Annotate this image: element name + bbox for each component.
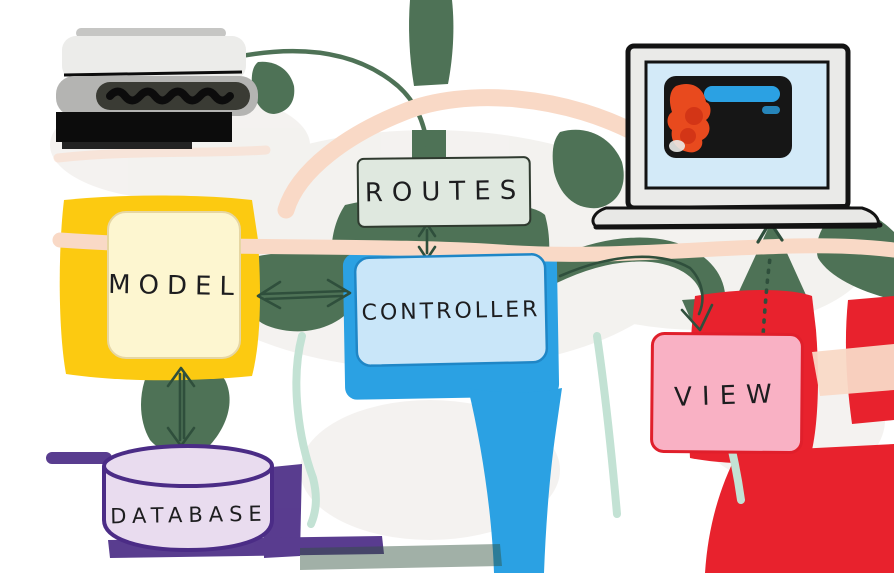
model-controller-arrowhead-left [256, 280, 282, 310]
laptop-browser-content-dark [680, 128, 696, 144]
laptop-icon [591, 43, 883, 230]
model-controller-arrowhead-right [326, 278, 352, 308]
green-smudge-top [409, 0, 454, 86]
server-shadow [56, 112, 232, 142]
green-smudge-server [251, 61, 295, 114]
server-lid [76, 28, 226, 38]
green-smudge-laptop-left [552, 129, 624, 209]
node-view [650, 331, 804, 455]
flow-echo-line [593, 332, 621, 518]
model-controller-arrow-shaft [260, 289, 348, 301]
model-database-arrowhead-up [166, 366, 196, 388]
server-vent-scribble [106, 87, 234, 105]
node-routes [356, 156, 532, 228]
flow-echo-line [292, 332, 320, 528]
database-top [102, 444, 274, 488]
view-shadow-corner [705, 444, 894, 573]
controller-view-arrow-tip [680, 303, 714, 332]
laptop-browser-bar-fleck [762, 106, 780, 114]
bottom-green-smear [300, 544, 502, 570]
server-body [62, 36, 246, 80]
laptop-base-edge [593, 222, 883, 230]
database-shadow-stub [46, 452, 112, 464]
routes-label: ROUTES [365, 176, 526, 209]
database-body [102, 466, 274, 553]
server-routes-arrow [219, 48, 431, 151]
server-shadow-line [62, 140, 192, 149]
controller-shadow-drip [468, 388, 562, 573]
database-label: DATABASE [110, 502, 268, 529]
request-arrow [277, 89, 657, 219]
model-label: MODEL [108, 270, 242, 302]
controller-label: CONTROLLER [361, 297, 540, 326]
laptop-browser-header-bar [704, 86, 780, 102]
controller-view-arrow-line [558, 255, 704, 316]
node-database [102, 444, 274, 553]
peach-smudge-right [812, 344, 894, 396]
node-model [107, 211, 241, 359]
model-database-arrow-shaft [178, 372, 186, 442]
node-controller [353, 253, 549, 367]
server-icon [56, 28, 258, 149]
view-label: VIEW [674, 379, 783, 413]
laptop-browser-content-dark [685, 107, 703, 125]
laptop-browser-speck [669, 140, 685, 152]
server-seam [63, 70, 243, 77]
response-arrow-echo [53, 145, 271, 163]
server-routes-arrowhead [414, 137, 441, 166]
